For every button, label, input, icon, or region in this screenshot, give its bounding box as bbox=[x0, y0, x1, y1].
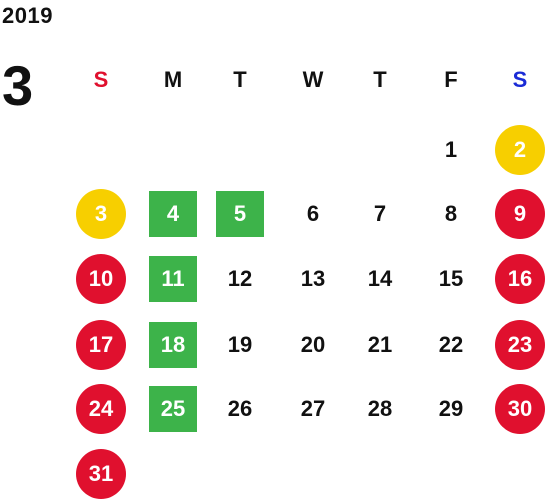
day-2[interactable]: 2 bbox=[495, 125, 545, 175]
day-19[interactable]: 19 bbox=[227, 332, 253, 357]
day-29[interactable]: 29 bbox=[438, 396, 464, 421]
day-9[interactable]: 9 bbox=[495, 189, 545, 239]
day-18[interactable]: 18 bbox=[149, 322, 197, 368]
day-11[interactable]: 11 bbox=[149, 256, 197, 302]
day-12[interactable]: 12 bbox=[227, 266, 253, 291]
day-14[interactable]: 14 bbox=[367, 266, 393, 291]
day-31[interactable]: 31 bbox=[76, 449, 126, 499]
weekday-friday: F bbox=[444, 67, 458, 92]
weekday-tuesday: T bbox=[233, 67, 247, 92]
day-6[interactable]: 6 bbox=[306, 201, 320, 226]
day-1[interactable]: 1 bbox=[444, 137, 458, 162]
day-13[interactable]: 13 bbox=[300, 266, 326, 291]
day-28[interactable]: 28 bbox=[367, 396, 393, 421]
day-20[interactable]: 20 bbox=[300, 332, 326, 357]
day-22[interactable]: 22 bbox=[438, 332, 464, 357]
day-10[interactable]: 10 bbox=[76, 254, 126, 304]
day-25[interactable]: 25 bbox=[149, 386, 197, 432]
day-24[interactable]: 24 bbox=[76, 384, 126, 434]
day-8[interactable]: 8 bbox=[444, 201, 458, 226]
day-5[interactable]: 5 bbox=[216, 191, 264, 237]
month-number: 3 bbox=[2, 54, 34, 117]
day-3[interactable]: 3 bbox=[76, 189, 126, 239]
day-16[interactable]: 16 bbox=[495, 254, 545, 304]
day-27[interactable]: 27 bbox=[300, 396, 326, 421]
day-23[interactable]: 23 bbox=[495, 320, 545, 370]
day-7[interactable]: 7 bbox=[373, 201, 387, 226]
day-26[interactable]: 26 bbox=[227, 396, 253, 421]
day-30[interactable]: 30 bbox=[495, 384, 545, 434]
day-4[interactable]: 4 bbox=[149, 191, 197, 237]
day-21[interactable]: 21 bbox=[367, 332, 393, 357]
weekday-wednesday: W bbox=[302, 67, 324, 92]
weekday-monday: M bbox=[163, 67, 183, 92]
day-15[interactable]: 15 bbox=[438, 266, 464, 291]
day-17[interactable]: 17 bbox=[76, 320, 126, 370]
weekday-thursday: T bbox=[373, 67, 387, 92]
year-label: 2019 bbox=[2, 3, 53, 28]
weekday-saturday: S bbox=[512, 67, 528, 92]
weekday-sunday: S bbox=[93, 67, 109, 92]
